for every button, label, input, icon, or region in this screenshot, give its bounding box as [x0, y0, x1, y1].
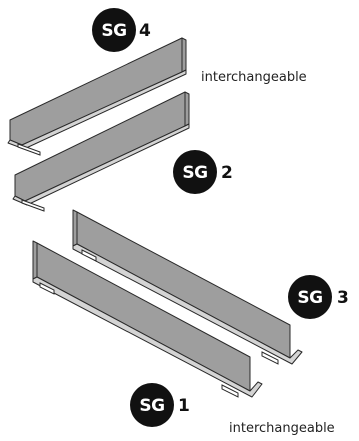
badge-code: SG	[139, 396, 164, 416]
part-sg2	[12, 91, 190, 212]
badge-sg2: SG 2	[173, 150, 233, 194]
badge-sg4: SG 4	[92, 8, 151, 52]
badge-circle	[130, 383, 174, 427]
part-sg3	[72, 209, 303, 365]
part-sg1	[32, 240, 263, 398]
badge-number: 4	[139, 21, 151, 41]
badge-circle	[288, 275, 332, 319]
badge-number: 1	[178, 396, 190, 416]
note-interchangeable-top: interchangeable	[201, 70, 307, 85]
badge-sg1: SG 1	[130, 383, 190, 427]
badge-circle	[173, 150, 217, 194]
badge-number: 2	[221, 163, 233, 183]
part-sg4	[7, 37, 187, 156]
badge-circle	[92, 8, 136, 52]
badge-code: SG	[297, 288, 322, 308]
badge-sg3: SG 3	[288, 275, 349, 319]
badge-number: 3	[337, 288, 349, 308]
badge-code: SG	[182, 163, 207, 183]
note-interchangeable-bottom: interchangeable	[229, 421, 335, 436]
badge-code: SG	[101, 21, 126, 41]
